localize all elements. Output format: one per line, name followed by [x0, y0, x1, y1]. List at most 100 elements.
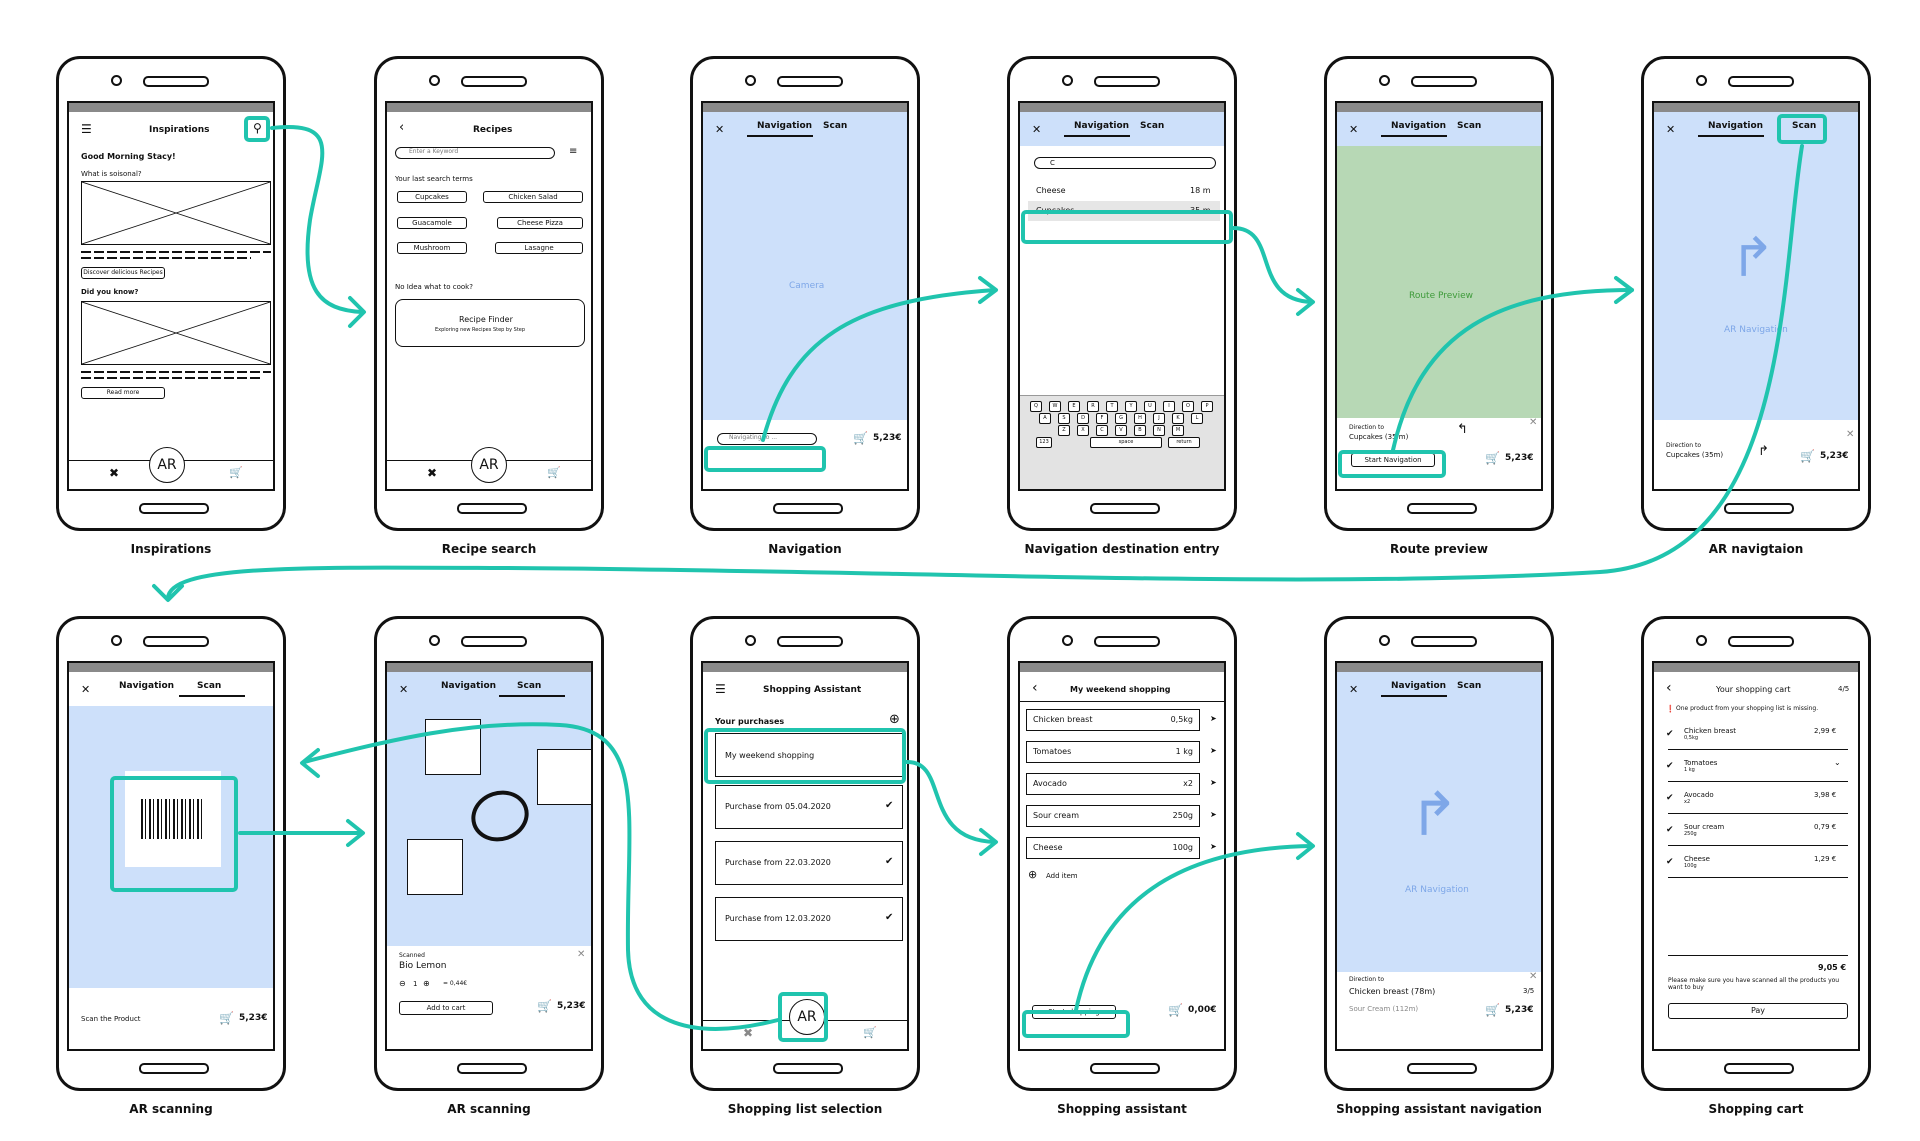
- ar-button[interactable]: AR: [789, 999, 825, 1035]
- close-icon[interactable]: ✕: [1529, 417, 1538, 428]
- close-icon[interactable]: ✕: [1349, 123, 1359, 136]
- key-x[interactable]: X: [1077, 425, 1089, 436]
- close-icon[interactable]: ✕: [399, 683, 409, 696]
- plus-icon[interactable]: ⊕: [423, 979, 430, 988]
- cart-icon[interactable]: 🛒: [853, 431, 868, 445]
- read-more-button[interactable]: Read more: [81, 387, 165, 399]
- cart-icon[interactable]: 🛒: [229, 466, 243, 479]
- close-icon[interactable]: ✕: [1529, 971, 1538, 982]
- cart-icon[interactable]: 🛒: [537, 999, 552, 1013]
- key-k[interactable]: K: [1172, 413, 1184, 424]
- back-chevron-icon[interactable]: ‹: [399, 120, 405, 135]
- add-item-icon[interactable]: ⊕: [1028, 868, 1038, 881]
- chevron-down-icon[interactable]: ⌄: [1834, 758, 1841, 767]
- locate-arrow-icon[interactable]: ➤: [1210, 842, 1217, 851]
- cart-icon[interactable]: 🛒: [1168, 1003, 1183, 1017]
- cart-icon[interactable]: 🛒: [219, 1011, 234, 1025]
- back-chevron-icon[interactable]: ‹: [1666, 680, 1672, 696]
- key-g[interactable]: G: [1115, 413, 1127, 424]
- key-d[interactable]: D: [1077, 413, 1089, 424]
- tab-scan[interactable]: Scan: [823, 121, 848, 131]
- key-p[interactable]: P: [1201, 401, 1213, 412]
- term-chip[interactable]: Guacamole: [397, 217, 467, 229]
- key-l[interactable]: L: [1191, 413, 1203, 424]
- key-c[interactable]: C: [1096, 425, 1108, 436]
- search-icon[interactable]: ⚲: [253, 121, 262, 135]
- tab-navigation[interactable]: Navigation: [1391, 121, 1447, 131]
- home-button[interactable]: [457, 503, 527, 514]
- add-item-label[interactable]: Add item: [1046, 872, 1078, 880]
- cart-icon[interactable]: 🛒: [547, 466, 561, 479]
- tab-navigation[interactable]: Navigation: [1074, 121, 1130, 131]
- add-to-cart-button[interactable]: Add to cart: [399, 1001, 493, 1015]
- result-name[interactable]: Cheese: [1036, 186, 1066, 195]
- home-button[interactable]: [139, 503, 209, 514]
- cart-icon[interactable]: 🛒: [1485, 1003, 1500, 1017]
- fork-knife-icon[interactable]: ✖: [743, 1026, 754, 1040]
- home-button[interactable]: [1407, 503, 1477, 514]
- close-icon[interactable]: ✕: [81, 683, 91, 696]
- tab-scan[interactable]: Scan: [197, 681, 222, 691]
- menu-icon[interactable]: ☰: [715, 682, 726, 696]
- filter-icon[interactable]: ≡: [569, 146, 578, 157]
- key-y[interactable]: Y: [1125, 401, 1137, 412]
- tab-scan[interactable]: Scan: [1457, 121, 1482, 131]
- cart-icon[interactable]: 🛒: [1800, 449, 1815, 463]
- cart-icon[interactable]: 🛒: [863, 1026, 877, 1039]
- home-button[interactable]: [773, 1063, 843, 1074]
- key-n[interactable]: N: [1153, 425, 1165, 436]
- key-i[interactable]: I: [1163, 401, 1175, 412]
- home-button[interactable]: [457, 1063, 527, 1074]
- key-123[interactable]: 123: [1036, 437, 1052, 448]
- tab-navigation[interactable]: Navigation: [119, 681, 175, 691]
- key-v[interactable]: V: [1115, 425, 1127, 436]
- discover-button[interactable]: Discover delicious Recipes: [81, 267, 165, 279]
- home-button[interactable]: [1090, 1063, 1160, 1074]
- close-icon[interactable]: ✕: [715, 123, 725, 136]
- tab-scan[interactable]: Scan: [1457, 681, 1482, 691]
- locate-arrow-icon[interactable]: ➤: [1210, 714, 1217, 723]
- home-button[interactable]: [139, 1063, 209, 1074]
- tab-scan[interactable]: Scan: [1140, 121, 1165, 131]
- tab-navigation[interactable]: Navigation: [1391, 681, 1447, 691]
- key-h[interactable]: H: [1134, 413, 1146, 424]
- back-chevron-icon[interactable]: ‹: [1032, 680, 1038, 696]
- menu-icon[interactable]: ☰: [81, 122, 92, 136]
- term-chip[interactable]: Cheese Pizza: [497, 217, 583, 229]
- locate-arrow-icon[interactable]: ➤: [1210, 746, 1217, 755]
- pay-button[interactable]: Pay: [1668, 1003, 1848, 1019]
- home-button[interactable]: [1724, 1063, 1794, 1074]
- home-button[interactable]: [1407, 1063, 1477, 1074]
- tab-scan[interactable]: Scan: [517, 681, 542, 691]
- key-a[interactable]: A: [1039, 413, 1051, 424]
- key-j[interactable]: J: [1153, 413, 1165, 424]
- tab-scan[interactable]: Scan: [1792, 121, 1817, 131]
- key-f[interactable]: F: [1096, 413, 1108, 424]
- search-input[interactable]: [1034, 157, 1216, 169]
- ar-button[interactable]: AR: [471, 447, 507, 483]
- tab-navigation[interactable]: Navigation: [441, 681, 497, 691]
- locate-arrow-icon[interactable]: ➤: [1210, 778, 1217, 787]
- tab-navigation[interactable]: Navigation: [757, 121, 813, 131]
- key-q[interactable]: Q: [1030, 401, 1042, 412]
- tab-navigation[interactable]: Navigation: [1708, 121, 1764, 131]
- key-u[interactable]: U: [1144, 401, 1156, 412]
- key-s[interactable]: S: [1058, 413, 1070, 424]
- home-button[interactable]: [773, 503, 843, 514]
- cart-icon[interactable]: 🛒: [1485, 451, 1500, 465]
- home-button[interactable]: [1724, 503, 1794, 514]
- key-b[interactable]: B: [1134, 425, 1146, 436]
- fork-knife-icon[interactable]: ✖: [109, 466, 120, 480]
- key-t[interactable]: T: [1106, 401, 1118, 412]
- key-e[interactable]: E: [1068, 401, 1080, 412]
- key-m[interactable]: M: [1172, 425, 1184, 436]
- key-r[interactable]: R: [1087, 401, 1099, 412]
- key-space[interactable]: space: [1090, 437, 1162, 448]
- locate-arrow-icon[interactable]: ➤: [1210, 810, 1217, 819]
- home-button[interactable]: [1090, 503, 1160, 514]
- close-icon[interactable]: ✕: [1349, 683, 1359, 696]
